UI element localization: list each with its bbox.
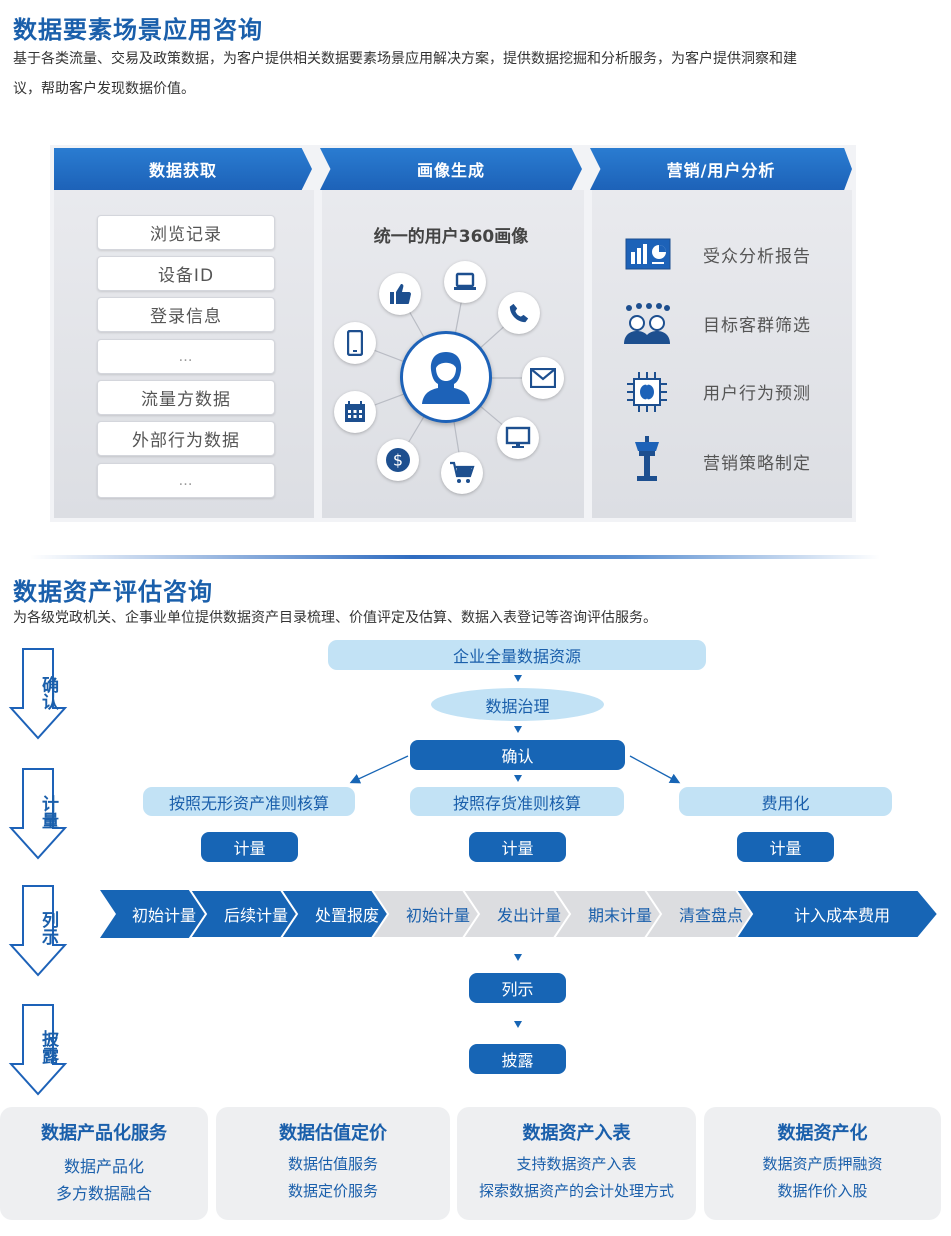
service-card-balance-sheet: 数据资产入表 支持数据资产入表 探索数据资产的会计处理方式 bbox=[457, 1107, 696, 1220]
step-arrow-measure bbox=[8, 768, 68, 860]
analysis-item: 目标客群筛选 bbox=[703, 316, 811, 336]
chevron-issue-measure: 发出计量 bbox=[496, 906, 561, 925]
analysis-item: 受众分析报告 bbox=[703, 247, 811, 267]
user-avatar-icon bbox=[422, 352, 470, 404]
shopping-cart-icon bbox=[441, 452, 483, 494]
section1-description: 基于各类流量、交易及政策数据，为客户提供相关数据要素场景应用解决方案，提供数据挖… bbox=[13, 44, 943, 104]
chevron-initial-measure: 初始计量 bbox=[131, 906, 196, 925]
service-card-productization: 数据产品化服务 数据产品化 多方数据融合 bbox=[0, 1107, 208, 1220]
acquire-item: 登录信息 bbox=[97, 297, 275, 332]
card-title: 数据产品化服务 bbox=[41, 1123, 167, 1144]
report-chart-icon bbox=[625, 238, 671, 276]
thumbs-up-icon bbox=[379, 273, 421, 315]
card-title: 数据资产入表 bbox=[522, 1123, 631, 1144]
flow-chevron-band bbox=[100, 890, 940, 938]
banner-acquire: 数据获取 bbox=[54, 148, 312, 190]
flow-confirm: 确认 bbox=[410, 740, 625, 770]
acquire-item: 外部行为数据 bbox=[97, 421, 275, 456]
step-arrow-disclose bbox=[8, 1004, 68, 1096]
section1-title: 数据要素场景应用咨询 bbox=[13, 16, 263, 44]
laptop-icon bbox=[444, 261, 486, 303]
flow-arrow-down bbox=[514, 775, 522, 782]
brain-chip-icon bbox=[625, 370, 669, 418]
banner-analysis-label: 营销/用户分析 bbox=[666, 161, 776, 180]
banner-portrait: 画像生成 bbox=[320, 148, 582, 190]
banner-portrait-label: 画像生成 bbox=[416, 161, 485, 180]
acquire-item: 设备ID bbox=[97, 256, 275, 291]
flow-arrow-down bbox=[514, 954, 522, 961]
portrait-subtitle: 统一的用户360画像 bbox=[373, 227, 529, 247]
acquire-item: … bbox=[97, 339, 275, 374]
banner-analysis: 营销/用户分析 bbox=[590, 148, 852, 190]
section-divider bbox=[30, 555, 880, 559]
step-label-disclose: 披露 bbox=[38, 1030, 58, 1064]
svg-text:$: $ bbox=[393, 451, 403, 470]
card-line: 数据作价入股 bbox=[777, 1182, 868, 1200]
section1-desc-line2: 议，帮助客户发现数据价值。 bbox=[13, 81, 195, 97]
step-label-list: 列示 bbox=[38, 911, 58, 945]
flow-list: 列示 bbox=[469, 973, 566, 1003]
dollar-icon: $ bbox=[377, 439, 419, 481]
chevron-cost-expense: 计入成本费用 bbox=[793, 906, 890, 925]
step-arrow-confirm bbox=[8, 648, 68, 740]
banner-acquire-label: 数据获取 bbox=[148, 161, 217, 180]
user-avatar bbox=[400, 331, 492, 423]
card-title: 数据估值定价 bbox=[279, 1123, 387, 1144]
audience-group-icon bbox=[621, 303, 673, 349]
flow-measure-inventory: 计量 bbox=[469, 832, 566, 862]
acquire-item: 浏览记录 bbox=[97, 215, 275, 250]
card-line: 多方数据融合 bbox=[55, 1184, 152, 1203]
flow-arrow-down bbox=[514, 726, 522, 733]
step-label-measure: 计量 bbox=[38, 795, 58, 829]
flow-arrow-down bbox=[514, 675, 522, 682]
calendar-icon bbox=[334, 391, 376, 433]
monitor-icon bbox=[497, 417, 539, 459]
service-card-assetization: 数据资产化 数据资产质押融资 数据作价入股 bbox=[704, 1107, 941, 1220]
card-title: 数据资产化 bbox=[777, 1123, 868, 1144]
phone-icon bbox=[498, 292, 540, 334]
flow-branch-expense: 费用化 bbox=[679, 787, 892, 816]
acquire-item: … bbox=[97, 463, 275, 498]
service-card-valuation: 数据估值定价 数据估值服务 数据定价服务 bbox=[216, 1107, 450, 1220]
flow-data-governance: 数据治理 bbox=[431, 688, 604, 721]
card-line: 支持数据资产入表 bbox=[516, 1155, 637, 1173]
chevron-initial-measure: 初始计量 bbox=[405, 906, 470, 925]
flow-branch-inventory: 按照存货准则核算 bbox=[410, 787, 624, 816]
flow-measure-expense: 计量 bbox=[737, 832, 834, 862]
control-tower-icon bbox=[633, 436, 661, 488]
chevron-stocktake: 清查盘点 bbox=[678, 906, 743, 925]
analysis-item: 营销策略制定 bbox=[703, 454, 811, 474]
card-line: 数据估值服务 bbox=[287, 1155, 378, 1173]
chevron-subsequent-measure: 后续计量 bbox=[223, 906, 288, 925]
flow-disclose: 披露 bbox=[469, 1044, 566, 1074]
flow-branch-intangible: 按照无形资产准则核算 bbox=[143, 787, 355, 816]
mobile-icon bbox=[334, 322, 376, 364]
section1-desc-line1: 基于各类流量、交易及政策数据，为客户提供相关数据要素场景应用解决方案，提供数据挖… bbox=[13, 51, 797, 67]
card-line: 数据产品化 bbox=[63, 1157, 144, 1176]
card-line: 数据定价服务 bbox=[287, 1182, 378, 1200]
section2-description: 为各级党政机关、企事业单位提供数据资产目录梳理、价值评定及估算、数据入表登记等咨… bbox=[13, 610, 657, 626]
flow-measure-intangible: 计量 bbox=[201, 832, 298, 862]
step-label-confirm: 确认 bbox=[38, 676, 58, 710]
flow-branch-arrows bbox=[349, 755, 681, 784]
chevron-period-end-measure: 期末计量 bbox=[587, 906, 652, 925]
acquire-item: 流量方数据 bbox=[97, 380, 275, 415]
mail-icon bbox=[522, 357, 564, 399]
analysis-item: 用户行为预测 bbox=[703, 384, 811, 404]
card-line: 数据资产质押融资 bbox=[762, 1155, 883, 1173]
flow-all-data-resources: 企业全量数据资源 bbox=[328, 640, 706, 670]
card-line: 探索数据资产的会计处理方式 bbox=[478, 1182, 674, 1200]
flow-arrow-down bbox=[514, 1021, 522, 1028]
section2-title: 数据资产评估咨询 bbox=[13, 578, 213, 606]
chevron-disposal: 处置报废 bbox=[314, 906, 379, 925]
step-arrow-list bbox=[8, 885, 68, 977]
